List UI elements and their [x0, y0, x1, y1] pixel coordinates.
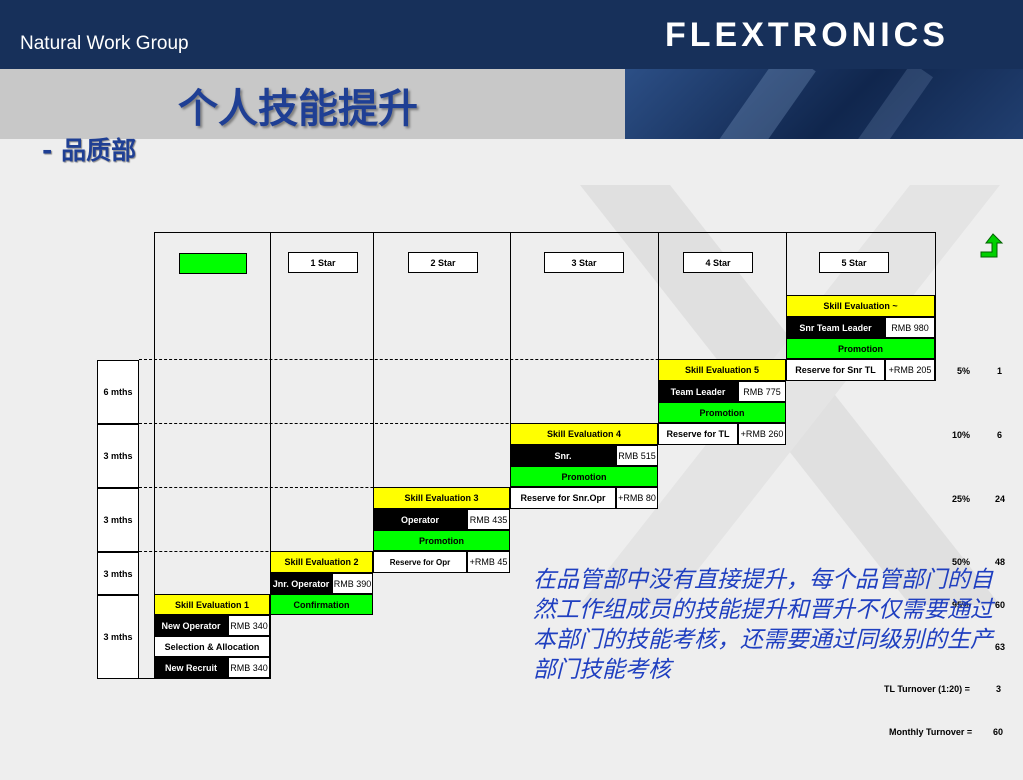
pay-label: RMB 515 — [616, 445, 658, 466]
star-2-header: 2 Star — [408, 252, 478, 273]
headcount-value: 24 — [994, 494, 1005, 504]
headcount-value: 48 — [994, 557, 1005, 567]
confirmation-label: Confirmation — [270, 594, 373, 615]
reserve-label: Reserve for Snr.Opr — [510, 487, 616, 509]
department-subtitle: - 品质部 — [42, 136, 137, 165]
duration-3mths: 3 mths — [97, 595, 139, 679]
promotion-label: Promotion — [658, 402, 786, 423]
headcount-value: 63 — [994, 642, 1005, 652]
department-note: 在品管部中没有直接提升，每个品管部门的自然工作组成员的技能提升和晋升不仅需要通过… — [533, 567, 993, 683]
page-title: 个人技能提升 — [178, 86, 418, 132]
tl-turnover-label: TL Turnover (1:20) = — [884, 684, 970, 694]
header-bar — [0, 0, 1023, 69]
duration-3mths: 3 mths — [97, 424, 139, 488]
duration-3mths: 3 mths — [97, 488, 139, 552]
title-bar — [0, 69, 625, 139]
duration-6mths: 6 mths — [97, 360, 139, 424]
reserve-label: Reserve for Opr — [373, 551, 467, 573]
percentage-value: 50% — [951, 557, 970, 567]
pay-label: RMB 775 — [738, 381, 786, 402]
role-label: New Operator — [154, 615, 228, 636]
x-watermark-icon — [580, 185, 1000, 605]
percentage-value: 10% — [951, 430, 970, 440]
star-5-header: 5 Star — [819, 252, 889, 273]
monthly-turnover-label: Monthly Turnover = — [889, 727, 973, 737]
skill-evaluation-label: Skill Evaluation 3 — [373, 487, 510, 509]
star-4-header: 4 Star — [683, 252, 753, 273]
star-1-header: 1 Star — [288, 252, 358, 273]
reserve-pay-label: +RMB 80 — [616, 487, 658, 509]
role-label: Team Leader — [658, 381, 738, 402]
promotion-label: Promotion — [786, 338, 935, 359]
reserve-pay-label: +RMB 45 — [467, 551, 510, 573]
promotion-label: Promotion — [510, 466, 658, 487]
skill-evaluation-label: Skill Evaluation ~ — [786, 295, 935, 317]
reserve-pay-label: +RMB 205 — [885, 359, 935, 381]
pay-label: RMB 435 — [467, 509, 510, 530]
reserve-label: Reserve for Snr TL — [786, 359, 885, 381]
role-label: Snr. — [510, 445, 616, 466]
percentage-value: 95% — [951, 600, 970, 610]
skill-evaluation-label: Skill Evaluation 2 — [270, 551, 373, 573]
monthly-turnover-value: 60 — [993, 727, 1004, 737]
pay-label: RMB 340 — [228, 615, 270, 636]
return-arrow-icon[interactable] — [980, 233, 1006, 261]
pay-label: RMB 390 — [332, 573, 373, 594]
headcount-value: 1 — [996, 366, 1002, 376]
skill-ladder-chart: 1 Star 2 Star 3 Star 4 Star 5 Star 6 mth… — [97, 232, 937, 682]
skill-evaluation-label: Skill Evaluation 5 — [658, 359, 786, 381]
reserve-label: Reserve for TL — [658, 423, 738, 445]
selection-allocation-label: Selection & Allocation — [154, 636, 270, 657]
role-label: Jnr. Operator — [270, 573, 332, 594]
pay-label: RMB 980 — [885, 317, 935, 338]
new-recruit-label: New Recruit — [154, 657, 228, 678]
role-label: Operator — [373, 509, 467, 530]
percentage-value: 25% — [951, 494, 970, 504]
header-subtitle: Natural Work Group — [20, 33, 189, 54]
headcount-value: 6 — [996, 430, 1002, 440]
headcount-value: 60 — [994, 600, 1005, 610]
recruit-pay-label: RMB 340 — [228, 657, 270, 678]
role-label: Snr Team Leader — [786, 317, 885, 338]
star-3-header: 3 Star — [544, 252, 624, 273]
promotion-label: Promotion — [373, 530, 510, 551]
skill-evaluation-label: Skill Evaluation 1 — [154, 594, 270, 615]
reserve-pay-label: +RMB 260 — [738, 423, 786, 445]
percentage-value: 5% — [956, 366, 970, 376]
skill-evaluation-label: Skill Evaluation 4 — [510, 423, 658, 445]
brand-logo: FLEXTRONICS — [665, 16, 949, 54]
tl-turnover-value: 3 — [996, 684, 1002, 694]
header-photo — [625, 69, 1023, 139]
duration-3mths: 3 mths — [97, 552, 139, 595]
start-level-box — [179, 253, 247, 274]
